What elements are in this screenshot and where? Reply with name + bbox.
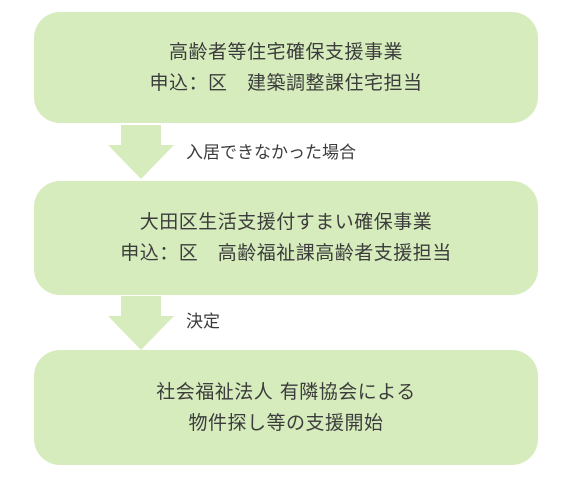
connector-label-not-moved-in: 入居できなかった場合 bbox=[186, 143, 356, 163]
flow-step-housing-support: 高齢者等住宅確保支援事業 申込：区 建築調整課住宅担当 bbox=[34, 12, 538, 123]
step-title: 高齢者等住宅確保支援事業 bbox=[168, 40, 403, 63]
connector-label-decided: 決定 bbox=[186, 312, 220, 332]
step-title: 大田区生活支援付すまい確保事業 bbox=[139, 211, 433, 233]
step-title: 社会福祉法人 有隣協会による bbox=[156, 380, 416, 403]
step-description: 物件探し等の支援開始 bbox=[188, 411, 384, 434]
flow-step-living-support: 大田区生活支援付すまい確保事業 申込：区 高齢福祉課高齢者支援担当 bbox=[34, 181, 538, 295]
down-arrow-icon bbox=[108, 125, 174, 179]
down-arrow-icon bbox=[108, 296, 174, 350]
flow-step-property-search-support: 社会福祉法人 有隣協会による 物件探し等の支援開始 bbox=[34, 350, 538, 465]
step-application-info: 申込：区 高齢福祉課高齢者支援担当 bbox=[120, 242, 452, 264]
step-application-info: 申込：区 建築調整課住宅担当 bbox=[149, 71, 423, 94]
